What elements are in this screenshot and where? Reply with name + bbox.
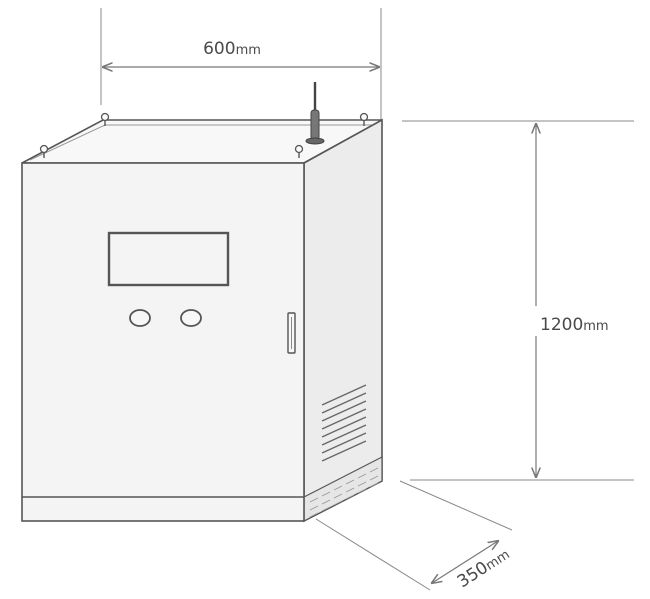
control-button-right (180, 309, 202, 327)
depth-extension-front (315, 518, 431, 591)
cabinet (21, 82, 383, 523)
control-button-left (129, 309, 151, 327)
depth-extension-back (399, 480, 513, 531)
eye-bolt-front-left (39, 144, 49, 158)
depth-label: 350mm (454, 544, 513, 592)
side-base-hatch (309, 467, 379, 518)
height-label: 1200mm (540, 315, 609, 335)
cabinet-front-face (21, 162, 305, 522)
height-label-bg (527, 306, 637, 336)
eye-bolt-back-right (359, 112, 369, 126)
width-label: 600mm (203, 39, 261, 59)
cabinet-side-face (303, 118, 383, 523)
eye-bolt-back-left (100, 112, 110, 126)
width-dimension: 600mm (100, 8, 382, 120)
depth-dimension-line (432, 541, 498, 583)
antenna (305, 82, 325, 145)
height-dimension: 1200mm (402, 120, 637, 481)
eye-bolt-front-right (294, 144, 304, 158)
side-vent-louvers (321, 384, 367, 462)
display-screen (107, 231, 230, 287)
